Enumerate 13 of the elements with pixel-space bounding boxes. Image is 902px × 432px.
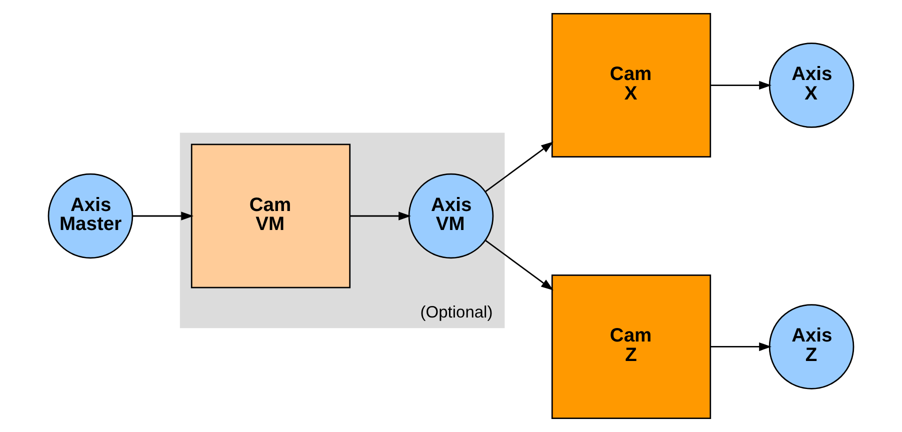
arrow <box>350 212 411 220</box>
node-circle: Axis Master <box>48 173 134 259</box>
node-box: Cam X <box>551 13 712 158</box>
arrow <box>710 342 772 352</box>
node-circle: Axis VM <box>408 173 494 259</box>
node-circle: Axis X <box>768 42 854 128</box>
arrow <box>484 142 554 192</box>
node-box: Cam VM <box>190 144 351 288</box>
arrow <box>132 212 194 220</box>
node-circle: Axis Z <box>768 304 854 390</box>
arrow <box>484 240 554 290</box>
node-box: Cam Z <box>551 274 712 419</box>
arrow <box>710 80 772 90</box>
